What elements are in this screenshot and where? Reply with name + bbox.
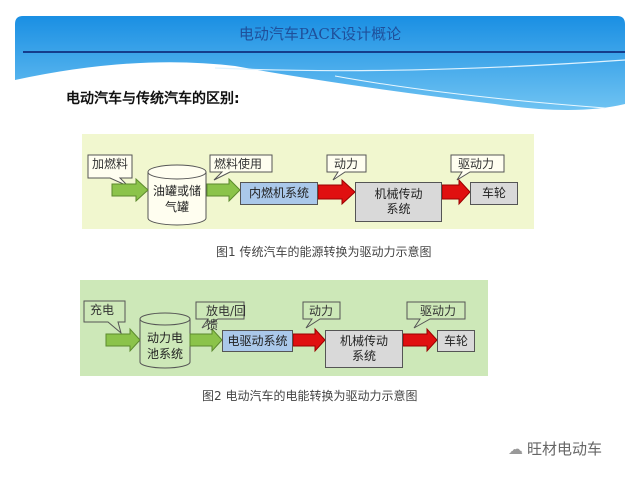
battery-label: 动力电池系统: [146, 331, 183, 361]
fuel-arrow-1: [111, 177, 149, 203]
figure1-caption: 图1 传统汽车的能源转换为驱动力示意图: [216, 245, 432, 259]
tank-label: 油罐或储气罐: [152, 184, 201, 214]
tank-cylinder: [147, 164, 207, 226]
engine-box: 内燃机系统: [240, 182, 318, 205]
transmission-box-1: 机械传动系统: [355, 182, 442, 222]
battery-cylinder: [139, 312, 191, 369]
callout-power-2: 动力: [309, 304, 334, 318]
callout-discharge-shape: [195, 301, 245, 329]
callout-power-shape: [326, 154, 367, 181]
watermark: ☁旺材电动车: [508, 438, 602, 459]
callout-charge-shape: [83, 300, 126, 335]
section-heading: 电动汽车与传统汽车的区别:: [66, 91, 240, 107]
fuel-arrow-2: [206, 177, 241, 203]
wheel-box-2: 车轮: [437, 330, 475, 352]
header-banner: [15, 16, 625, 110]
watermark-text: 旺材电动车: [527, 440, 603, 458]
callout-fuel-use-shape: [209, 154, 273, 181]
callout-discharge: 放电/回馈: [206, 304, 247, 332]
discharge-arrow: [189, 327, 223, 353]
callout-refuel-shape: [87, 154, 133, 187]
callout-drive-shape: [450, 154, 505, 181]
power-arrow-1: [317, 178, 356, 206]
callout-drive-force-2: 驱动力: [420, 304, 457, 318]
charge-arrow: [105, 327, 141, 353]
wheel-box-1: 车轮: [470, 182, 518, 205]
power-arrow-3: [292, 327, 326, 353]
callout-fuel-use: 燃料使用: [214, 157, 263, 171]
callout-drive-force: 驱动力: [458, 157, 495, 171]
transmission-box-2: 机械传动系统: [325, 330, 403, 368]
figure2-caption: 图2 电动汽车的电能转换为驱动力示意图: [202, 389, 418, 403]
motor-box: 电驱动系统: [222, 330, 293, 352]
callout-charge: 充电: [90, 303, 115, 317]
wechat-icon: ☁: [508, 440, 523, 458]
slide-title: 电动汽车PACK设计概论: [238, 25, 402, 43]
callout-refuel: 加燃料: [92, 157, 129, 171]
callout-power2-shape: [302, 301, 341, 329]
callout-drive2-shape: [406, 301, 466, 329]
power-arrow-4: [402, 327, 438, 353]
callout-power: 动力: [334, 157, 359, 171]
power-arrow-2: [441, 178, 471, 206]
